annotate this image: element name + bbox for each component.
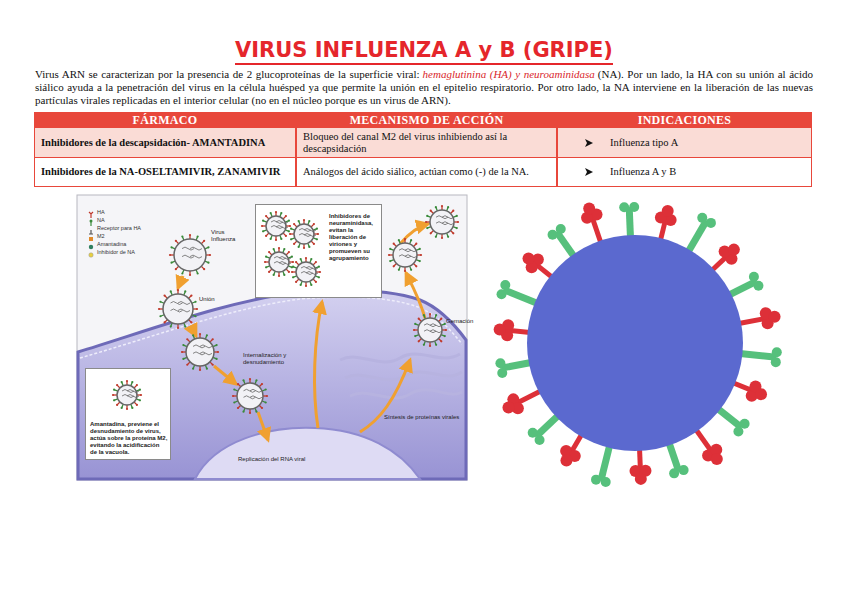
legend-text: Receptor para HA bbox=[97, 224, 141, 232]
nucleus bbox=[195, 428, 420, 479]
table-cell: Análogos del ácido siálico, actúan como … bbox=[296, 157, 557, 187]
virion bbox=[112, 380, 142, 410]
virion bbox=[261, 211, 291, 241]
stage-label: Virus Influenza bbox=[211, 229, 249, 243]
inset-box: Amantadina, previene el desnudamiento de… bbox=[85, 368, 171, 460]
table-cell: Inhibidores de la NA-OSELTAMIVIR, ZANAMI… bbox=[34, 157, 296, 187]
label-text: Inhibidores de la descapsidación- AMANTA… bbox=[41, 137, 265, 149]
virion bbox=[291, 257, 321, 287]
stage-label: Replicación del RNA viral bbox=[238, 456, 333, 463]
table-header: MECANISMO DE ACCIÓN bbox=[296, 112, 557, 128]
label-text: Influenza tipo A bbox=[610, 137, 678, 149]
legend-text: HA bbox=[97, 208, 105, 216]
callout-text: Inhibidores de neuraminidasa, evitan la … bbox=[329, 213, 380, 262]
highlight-text: hemaglutinina (HA) y neuroaminidasa bbox=[423, 68, 595, 80]
inset-ground bbox=[255, 204, 382, 298]
endoplasmic-reticulum bbox=[340, 354, 462, 398]
virus-particles bbox=[112, 205, 459, 414]
bullet-arrow bbox=[584, 138, 594, 148]
virion bbox=[232, 378, 268, 414]
label-text: Virus Influenza bbox=[211, 229, 235, 242]
virion bbox=[388, 238, 422, 272]
virion bbox=[413, 313, 447, 347]
virion bbox=[169, 234, 211, 276]
title: VIRUS INFLUENZA A y B (GRIPE) bbox=[0, 38, 848, 62]
label-text: Influenza A y B bbox=[610, 166, 676, 178]
figure-frame bbox=[77, 195, 467, 480]
label-text: Unión bbox=[199, 296, 215, 302]
virion bbox=[181, 333, 219, 371]
table-cell: Influenza A y B bbox=[557, 157, 812, 187]
virion bbox=[264, 247, 294, 277]
table-cell: Bloqueo del canal M2 del virus inhibiend… bbox=[296, 127, 557, 158]
table-header: INDICACIONES bbox=[557, 112, 812, 128]
intro-paragraph: Virus ARN se caracterizan por la presenc… bbox=[35, 68, 813, 107]
label-text: Gemación bbox=[446, 318, 473, 324]
label-text: INDICACIONES bbox=[638, 114, 732, 126]
stage-label: Internalización y desnudamiento bbox=[243, 352, 305, 366]
legend-text: NA bbox=[97, 216, 105, 224]
label-text: Bloqueo del canal M2 del virus inhibiend… bbox=[303, 131, 550, 155]
virion bbox=[289, 219, 319, 249]
legend-text: Amantadina bbox=[97, 240, 126, 248]
label-text: Replicación del RNA viral bbox=[238, 456, 305, 462]
legend-symbols bbox=[89, 212, 93, 257]
stage-label: Gemación bbox=[446, 318, 482, 325]
label-text: Internalización y desnudamiento bbox=[243, 352, 286, 365]
legend-text: Inhibidor de NA bbox=[97, 248, 135, 256]
table-header: FÁRMACO bbox=[34, 112, 296, 128]
body-text: Virus ARN se caracterizan por la presenc… bbox=[35, 68, 420, 80]
label-text: FÁRMACO bbox=[133, 114, 198, 126]
inset-ground bbox=[85, 368, 171, 460]
label-text: Síntesis de proteínas virales bbox=[384, 414, 459, 420]
label-text: Inhibidores de la NA-OSELTAMIVIR, ZANAMI… bbox=[41, 166, 280, 178]
virion bbox=[158, 289, 198, 329]
table-cell: Inhibidores de la descapsidación- AMANTA… bbox=[34, 127, 296, 158]
virus-model bbox=[494, 202, 782, 487]
label-text: MECANISMO DE ACCIÓN bbox=[350, 114, 504, 126]
bullet-arrow bbox=[584, 167, 594, 177]
legend-text: M2 bbox=[97, 232, 105, 240]
virion bbox=[425, 205, 459, 239]
callout-text: Amantadina, previene el desnudamiento de… bbox=[90, 421, 168, 456]
stage-label: Síntesis de proteínas virales bbox=[384, 414, 462, 421]
label-text: Análogos del ácido siálico, actúan como … bbox=[303, 166, 529, 178]
cell-body bbox=[78, 290, 466, 479]
inset-box: Inhibidores de neuraminidasa, evitan la … bbox=[255, 204, 382, 298]
stage-label: Unión bbox=[199, 296, 229, 303]
cell-membrane bbox=[80, 297, 462, 358]
table-cell: Influenza tipo A bbox=[557, 127, 812, 158]
